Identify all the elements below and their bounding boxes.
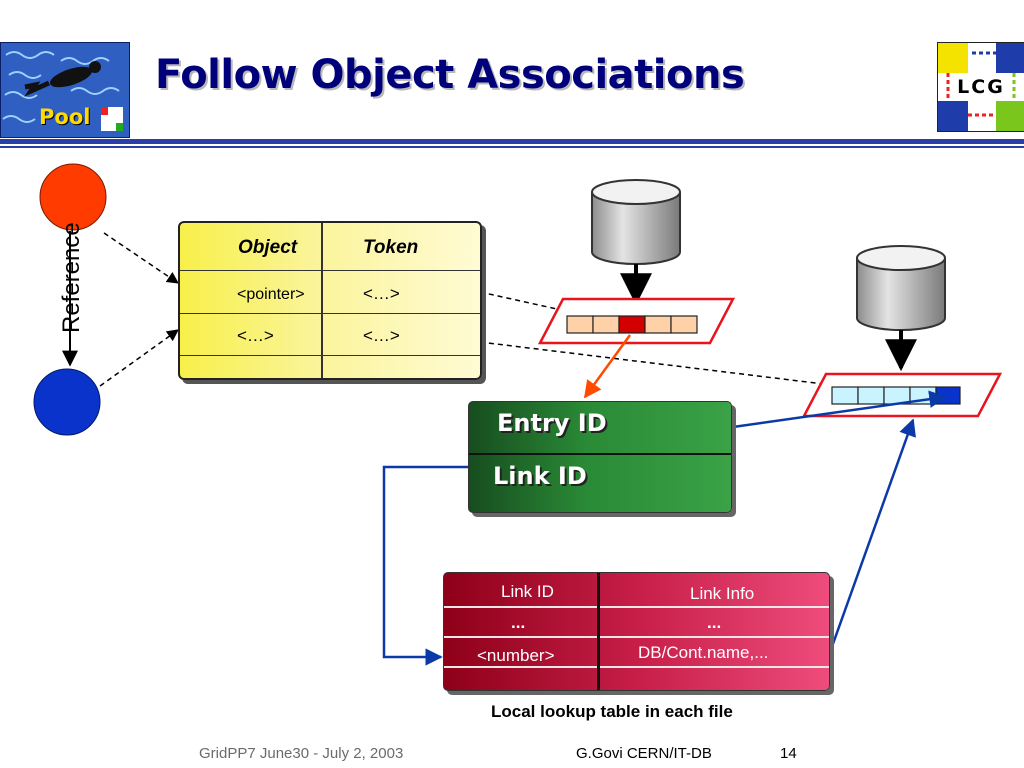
- pool-logo: Pool: [0, 42, 130, 138]
- container-2-selected-cell: [935, 386, 961, 405]
- container-2-cells: [831, 386, 961, 405]
- object-table-divider: [321, 223, 323, 378]
- referencing-object-circle: [39, 163, 107, 231]
- link-id-label: Link ID: [493, 462, 587, 490]
- lookup-table-divider: [597, 573, 600, 690]
- lcg-logo: LCG: [937, 42, 1024, 132]
- pool-logo-text: Pool: [39, 105, 91, 129]
- database-2-icon: [856, 245, 946, 331]
- container-1-cells: [566, 315, 698, 334]
- object-column-header: Object: [238, 237, 298, 258]
- blue-arrow-link-to-table: [382, 465, 468, 666]
- blue-arrow-table-to-container: [827, 418, 916, 656]
- entry-box-divider: [469, 453, 731, 455]
- token-cell-2: <…>: [363, 326, 400, 345]
- link-id-cell-number: <number>: [477, 646, 555, 665]
- object-table-row-2: [180, 314, 480, 356]
- lcg-logo-text: LCG: [950, 73, 1012, 101]
- referenced-object-circle: [33, 368, 101, 436]
- entry-id-label: Entry ID: [497, 409, 607, 437]
- blue-arrow-entry-to-container: [732, 390, 947, 429]
- link-id-column-header: Link ID: [501, 582, 554, 601]
- token-cell-1: <…>: [363, 284, 400, 303]
- object-token-table: Object Token <pointer> <…> <…> <…>: [178, 221, 482, 380]
- lookup-table-caption: Local lookup table in each file: [491, 702, 733, 721]
- orange-arrow: [583, 334, 632, 399]
- object-table-header-row: [180, 223, 480, 271]
- dashed-link-pointer: [103, 232, 179, 284]
- lookup-table-line-1: [444, 606, 829, 608]
- link-info-cell-1: ...: [707, 613, 722, 632]
- footer-author: G.Govi CERN/IT-DB: [576, 745, 712, 762]
- title-rule-thick: [0, 139, 1024, 144]
- token-column-header: Token: [363, 237, 419, 258]
- object-cell-2: <…>: [237, 326, 274, 345]
- link-lookup-table: Link ID Link Info ... ... <number> DB/Co…: [443, 572, 830, 691]
- footer-event: GridPP7 June30 - July 2, 2003: [199, 745, 404, 762]
- dashed-link-object: [99, 329, 179, 387]
- entry-link-box: Entry ID Link ID: [468, 401, 732, 513]
- link-info-cell-db: DB/Cont.name,...: [638, 643, 769, 662]
- object-table-row-1: [180, 271, 480, 314]
- container-1-selected-cell: [618, 315, 646, 334]
- database-1-icon: [591, 179, 681, 265]
- link-info-column-header: Link Info: [690, 584, 755, 603]
- lookup-table-line-2: [444, 636, 829, 638]
- object-cell-pointer: <pointer>: [237, 286, 305, 303]
- pool-waves-icon: [2, 51, 123, 131]
- title-rule-thin: [0, 146, 1024, 148]
- slide-number: 14: [780, 745, 797, 762]
- link-id-cell-1: ...: [511, 613, 526, 632]
- lookup-table-line-3: [444, 666, 829, 668]
- lcg-grid-icon: [938, 43, 1024, 131]
- slide-title: Follow Object Associations: [155, 52, 745, 98]
- reference-label: Reference: [58, 222, 85, 333]
- dashed-link-token-2: [479, 341, 940, 403]
